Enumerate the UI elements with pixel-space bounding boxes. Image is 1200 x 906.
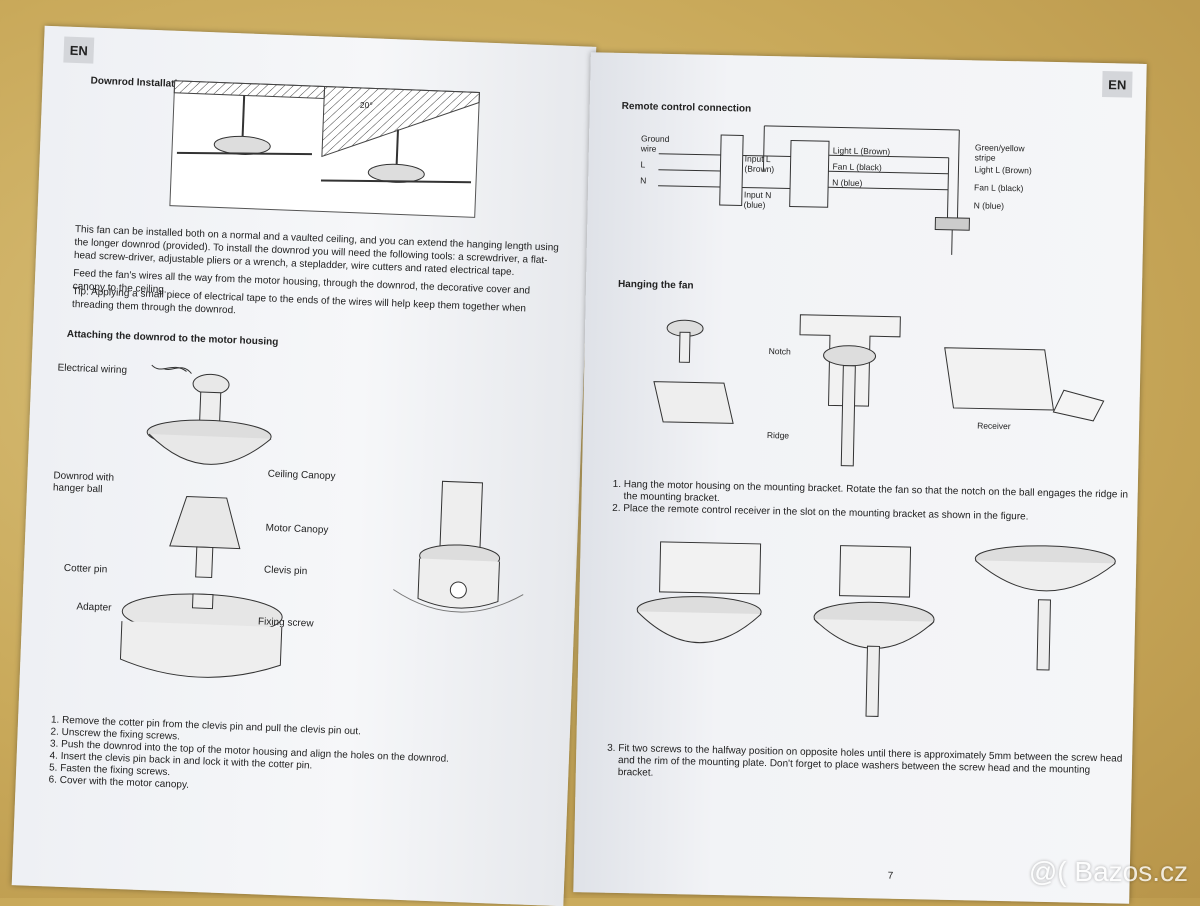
label-input-l: Input L (Brown) <box>744 153 775 175</box>
downrod-ceiling-illustration <box>169 80 480 218</box>
hanging-fan-illustrations <box>653 314 1105 467</box>
label-electrical-wiring: Electrical wiring <box>57 362 128 377</box>
label-adapter: Adapter <box>76 601 112 614</box>
page-number: 7 <box>887 870 894 882</box>
label-motor-canopy: Motor Canopy <box>265 522 329 536</box>
clevis-detail-illustration <box>393 480 524 613</box>
motor-housing-exploded-diagram <box>119 364 283 678</box>
label-ridge: Ridge <box>766 430 790 441</box>
canopy-mounting-illustrations <box>636 541 1116 717</box>
label-green-yellow: Green/yellow stripe <box>974 142 1025 163</box>
label-downrod-hanger: Downrod with hanger ball <box>52 470 115 496</box>
label-n-blue: N (blue) <box>832 177 863 188</box>
downrod-steps-list: Remove the cotter pin from the clevis pi… <box>46 714 532 805</box>
label-light-l2: Light L (Brown) <box>974 164 1032 176</box>
language-badge: EN <box>63 36 95 64</box>
label-fan-l2: Fan L (black) <box>974 182 1024 194</box>
label-ceiling-canopy: Ceiling Canopy <box>267 468 336 483</box>
label-fixing-screw: Fixing screw <box>257 616 314 630</box>
label-ground-wire: Ground wire <box>640 133 670 154</box>
watermark: @( Bazos.cz <box>1028 856 1188 887</box>
wiring-diagram <box>658 125 970 255</box>
label-notch: Notch <box>768 346 791 357</box>
angle-label: 20° <box>359 99 373 111</box>
hanging-steps-list: Hang the motor housing on the mounting b… <box>609 479 1134 526</box>
label-clevis-pin: Clevis pin <box>263 564 308 578</box>
label-n: N <box>640 175 647 186</box>
left-page: EN Downrod Installation 20° This fan can… <box>11 25 597 906</box>
section-title-remote: Remote control connection <box>621 100 752 115</box>
label-n-blue2: N (blue) <box>973 200 1005 211</box>
label-l: L <box>640 159 646 170</box>
section-title-hanging: Hanging the fan <box>617 278 694 292</box>
label-light-l: Light L (Brown) <box>832 145 891 157</box>
list-item: Fit two screws to the halfway position o… <box>618 743 1129 790</box>
label-cotter-pin: Cotter pin <box>63 562 108 576</box>
section-title-attach: Attaching the downrod to the motor housi… <box>66 328 279 348</box>
label-receiver: Receiver <box>977 420 1011 432</box>
step-three-list: Fit two screws to the halfway position o… <box>604 743 1129 790</box>
language-badge: EN <box>1102 70 1133 98</box>
label-fan-l: Fan L (black) <box>832 161 882 173</box>
right-page: EN Remote control connection Ground wire… <box>573 52 1147 904</box>
label-input-n: Input N (blue) <box>743 189 772 210</box>
